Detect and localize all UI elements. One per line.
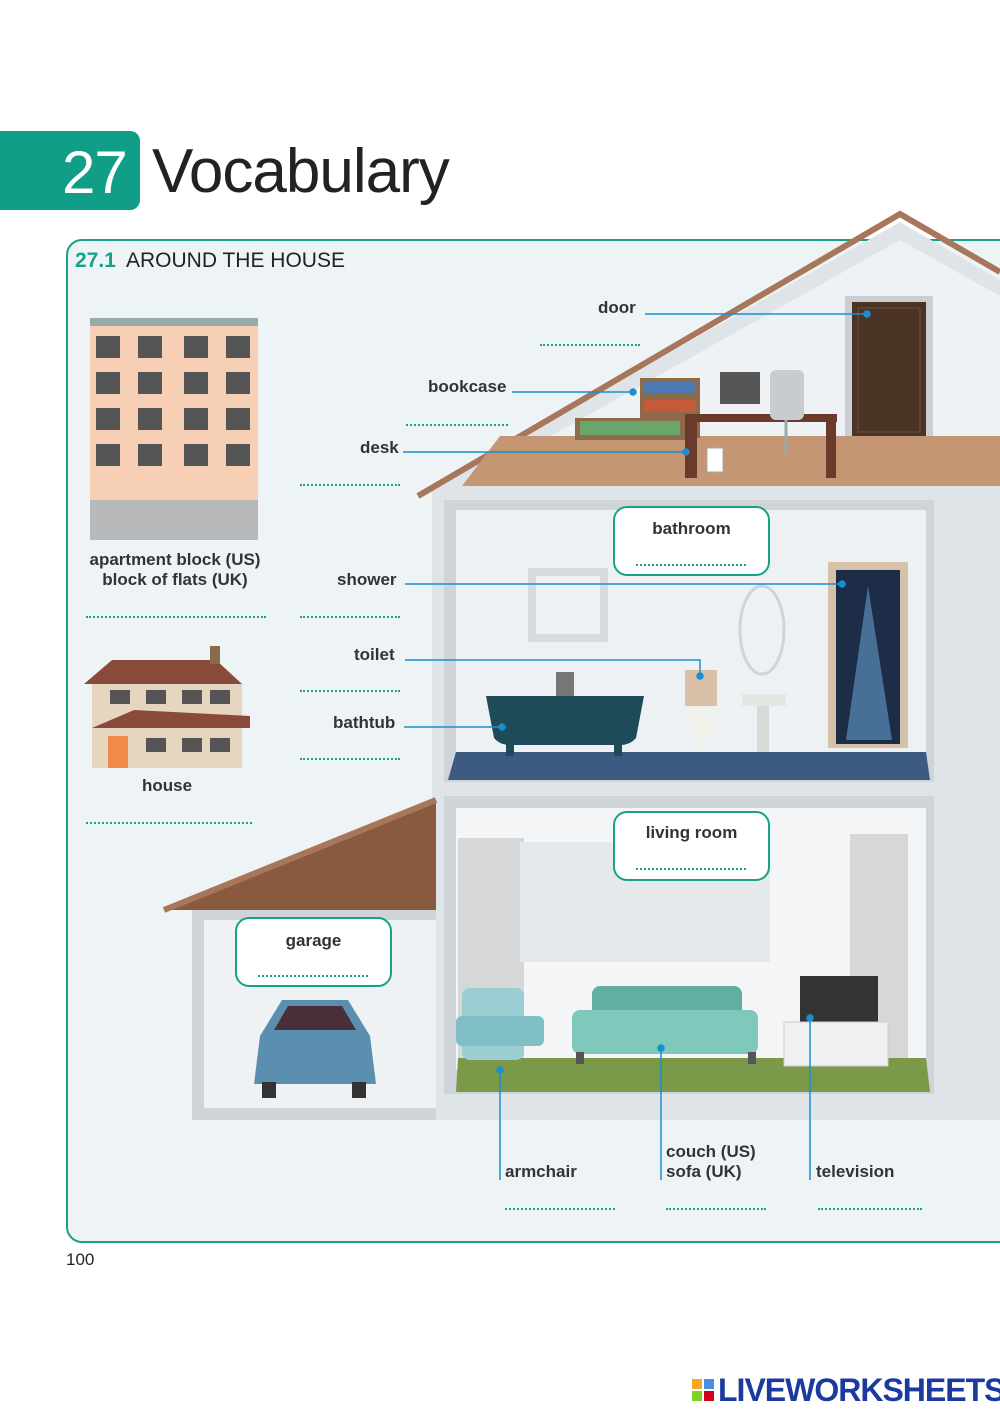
label-apartment-us: apartment block (US) bbox=[80, 550, 270, 570]
house-illustration-small bbox=[84, 646, 250, 768]
answer-blank-living-room[interactable] bbox=[636, 868, 746, 870]
page-number: 100 bbox=[66, 1250, 94, 1270]
liveworksheets-brand: LIVEWORKSHEETS bbox=[718, 1372, 1000, 1409]
answer-blank-armchair[interactable] bbox=[505, 1208, 615, 1210]
label-door: door bbox=[598, 298, 636, 318]
label-house: house bbox=[110, 776, 224, 796]
label-bathroom: bathroom bbox=[613, 519, 770, 539]
label-garage: garage bbox=[235, 931, 392, 951]
attic-floor bbox=[462, 436, 1000, 486]
answer-blank-shower[interactable] bbox=[300, 616, 400, 618]
answer-blank-desk[interactable] bbox=[300, 484, 400, 486]
label-armchair: armchair bbox=[505, 1162, 577, 1182]
shower bbox=[828, 562, 908, 748]
liveworksheets-logo-icon bbox=[692, 1379, 714, 1401]
label-television: television bbox=[816, 1162, 894, 1182]
answer-blank-house[interactable] bbox=[86, 822, 252, 824]
label-toilet: toilet bbox=[354, 645, 395, 665]
couch bbox=[572, 986, 758, 1064]
card-living-room bbox=[613, 811, 770, 881]
label-shower: shower bbox=[337, 570, 397, 590]
mirror bbox=[740, 586, 784, 674]
label-living-room: living room bbox=[613, 823, 770, 843]
label-sofa-uk: sofa (UK) bbox=[666, 1162, 742, 1182]
answer-blank-bathroom[interactable] bbox=[636, 564, 746, 566]
answer-blank-bathtub[interactable] bbox=[300, 758, 400, 760]
answer-blank-toilet[interactable] bbox=[300, 690, 400, 692]
label-couch-us: couch (US) bbox=[666, 1142, 756, 1162]
answer-blank-apartment[interactable] bbox=[86, 616, 266, 618]
label-desk: desk bbox=[360, 438, 399, 458]
label-bookcase: bookcase bbox=[428, 377, 506, 397]
answer-blank-television[interactable] bbox=[818, 1208, 922, 1210]
answer-blank-door[interactable] bbox=[540, 344, 640, 346]
answer-blank-couch[interactable] bbox=[666, 1208, 766, 1210]
answer-blank-bookcase[interactable] bbox=[406, 424, 508, 426]
door bbox=[852, 302, 926, 436]
bathroom-floor bbox=[448, 752, 930, 780]
label-bathtub: bathtub bbox=[333, 713, 395, 733]
apartment-block-illustration bbox=[90, 318, 258, 540]
label-apartment-uk: block of flats (UK) bbox=[80, 570, 270, 590]
answer-blank-garage[interactable] bbox=[258, 975, 368, 977]
